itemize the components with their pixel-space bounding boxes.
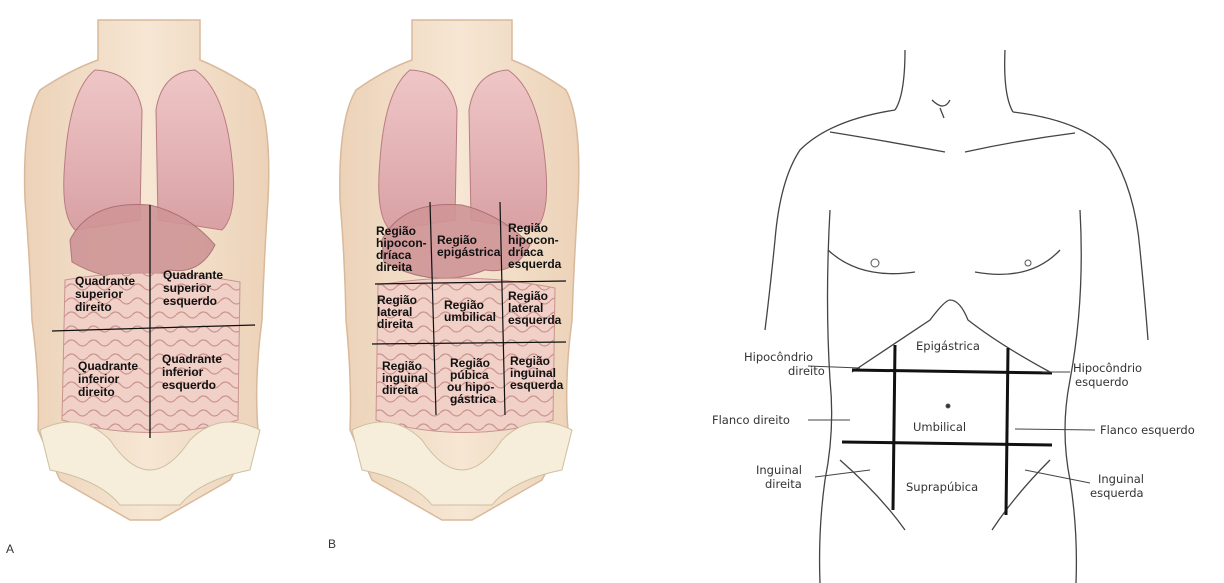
leader-flanco-esquerdo: [1015, 429, 1095, 430]
sketch-clavicle-left: [830, 132, 945, 152]
sketch-label-inguinal-esquerda: Inguinal esquerda: [1090, 472, 1148, 500]
sketch-jugular: [932, 100, 950, 118]
sketch-label-flanco-esquerdo: Flanco esquerdo: [1100, 423, 1195, 437]
panel-c-sketch: [765, 50, 1148, 583]
sketch-neck-right: [1005, 50, 1013, 112]
sketch-label-hipocondrio-esquerdo: Hipocôndrio esquerdo: [1073, 361, 1146, 389]
sketch-label-epigastrica: Epigástrica: [916, 339, 980, 353]
sketch-neck-left: [895, 50, 905, 110]
sketch-clavicle-right: [965, 133, 1075, 152]
sketch-nipple-right: [1025, 260, 1031, 266]
sketch-umbilicus: [946, 404, 950, 408]
panel-a-letter: A: [6, 542, 14, 556]
panel-a-illustration: Quadrante superior direito Quadrante sup…: [6, 20, 269, 556]
sketch-pectoral-right: [975, 250, 1060, 274]
sketch-torso-right: [1065, 210, 1081, 583]
leader-inguinal-direita: [815, 470, 870, 477]
panel-b-letter: B: [328, 537, 336, 551]
grid-subcostal-line: [852, 370, 1052, 373]
sketch-torso-left: [820, 210, 832, 583]
sketch-label-suprapubica: Suprapúbica: [906, 480, 978, 494]
region-pubica: Região púbica ou hipo- gástrica: [447, 356, 498, 406]
sketch-costal-margin: [852, 300, 1050, 372]
sketch-label-inguinal-direita: Inguinal direita: [756, 463, 806, 491]
sketch-label-flanco-direito: Flanco direito: [712, 413, 790, 427]
sketch-label-hipocondrio-direito: Hipocôndrio direito: [744, 350, 825, 378]
sketch-inguinal-right: [992, 460, 1050, 530]
sketch-inguinal-left: [840, 460, 905, 530]
sketch-nipple-left: [871, 259, 879, 267]
panel-b-illustration: Região hipocon- dríaca direita Região ep…: [328, 20, 579, 551]
sketch-label-umbilical: Umbilical: [913, 420, 966, 434]
grid-intertubercular-line: [842, 442, 1052, 445]
